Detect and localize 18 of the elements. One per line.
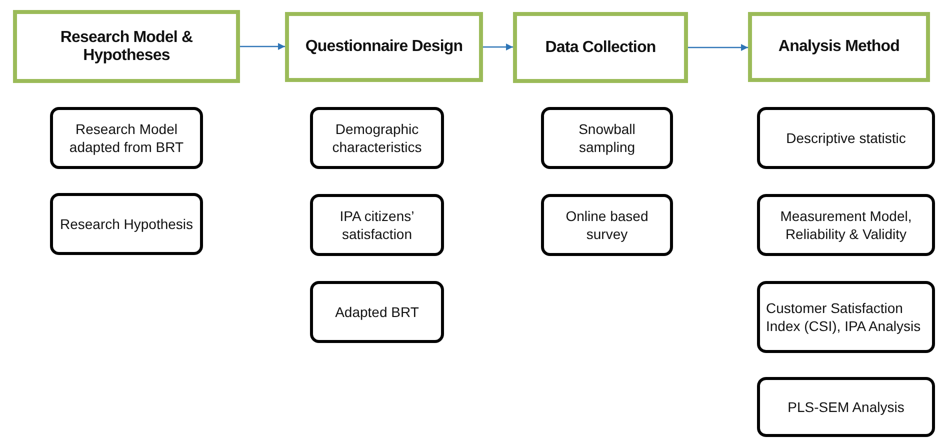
stage-box: Analysis Method <box>748 12 930 82</box>
step-box: Customer Satisfaction Index (CSI), IPA Analysis <box>757 281 935 353</box>
step-box: Descriptive statistic <box>757 107 935 169</box>
step-box: Online based survey <box>541 194 673 256</box>
step-box: Demographic characteristics <box>310 107 444 169</box>
step-box: PLS-SEM Analysis <box>757 377 935 437</box>
stage-box: Data Collection <box>513 12 688 83</box>
step-box: Snowball sampling <box>541 107 673 169</box>
step-box: Adapted BRT <box>310 281 444 343</box>
step-box: Research Hypothesis <box>50 193 203 255</box>
step-box: Research Model adapted from BRT <box>50 107 203 169</box>
stage-box: Questionnaire Design <box>285 12 483 82</box>
arrow <box>483 43 513 51</box>
arrow <box>240 42 285 50</box>
arrow <box>688 44 748 52</box>
stage-box: Research Model & Hypotheses <box>13 10 240 83</box>
step-box: IPA citizens’ satisfaction <box>310 194 444 256</box>
step-box: Measurement Model, Reliability & Validity <box>757 194 935 256</box>
